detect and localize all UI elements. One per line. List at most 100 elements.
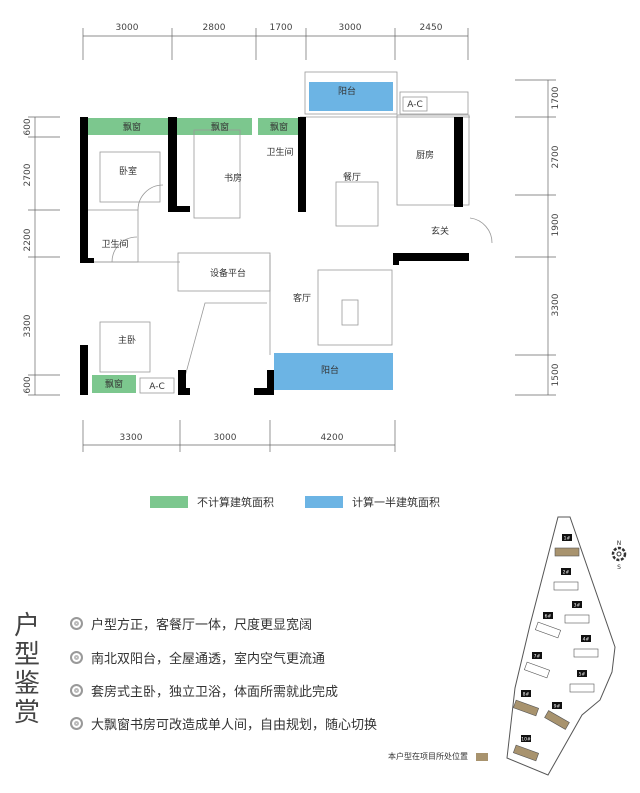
building-tag [521,690,531,697]
building-tag [577,670,587,677]
building-footprint [544,710,570,730]
dim-top-5: 2450 [420,23,443,33]
legend-label: 计算一半建筑面积 [352,496,440,509]
feature-item: 户型方正，客餐厅一体，尺度更显宽阔 [70,614,312,633]
south-balcony [274,353,393,390]
dim-bottom-1: 3300 [120,433,143,443]
building-footprint [534,621,562,639]
site-building-6: 6# [534,612,562,639]
legend-swatch-blue [305,496,343,508]
site-building-2: 2# [553,568,579,591]
building-label: 3# [574,603,581,609]
legend-half-area: 计算一半建筑面积 [305,494,440,510]
dim-top-1: 3000 [116,23,139,33]
dim-bottom-3: 4200 [321,433,344,443]
label-living: 客厅 [293,292,311,304]
label-bathroom-1: 卫生间 [266,146,293,158]
dim-left-5: 600 [23,376,33,393]
site-building-4: 4# [573,635,599,658]
interior-lines [82,71,493,396]
building-tag [572,601,582,608]
compass-south: S [617,564,621,571]
site-building-1: 1# [554,534,580,557]
building-footprint [554,547,580,557]
feature-text: 大飘窗书房可改造成单人间，自由规划，随心切换 [91,718,378,733]
label-dining: 餐厅 [343,171,361,183]
label-equipment-platform: 设备平台 [210,267,246,279]
building-footprint [512,744,540,762]
dim-left-2: 2700 [23,163,33,186]
site-legend: 本户型在项目所处位置 [388,751,488,762]
building-footprint [512,699,540,717]
dimension-labels: 3000 2800 1700 3000 2450 3300 3000 4200 … [23,23,561,443]
room-labels: 飘窗 飘窗 飘窗 飘窗 卧室 书房 卫生间 卫生间 餐厅 厨房 阳台 阳台 玄关… [101,85,449,392]
site-building-3: 3# [564,601,590,624]
compass-icon: N S [611,540,627,571]
site-building-7: 7# [523,652,551,679]
building-label: 6# [545,614,552,620]
building-label: 10# [521,737,531,743]
building-footprint [564,614,590,624]
site-building-8: 8# [512,690,540,717]
label-bay-window-4: 飘窗 [105,378,123,390]
legend-label: 不计算建筑面积 [197,496,274,509]
feature-item: 南北双阳台，全屋通透，室内空气更流通 [70,648,325,667]
building-footprint [569,683,595,693]
site-legend-label: 本户型在项目所处位置 [388,752,468,761]
site-buildings: 1# 2# 3# 6# 4# 7# 5# 8# 9# 10# [512,534,599,762]
label-entrance: 玄关 [431,225,449,237]
label-balcony-south: 阳台 [321,364,339,376]
features-title: 户型鉴赏 [14,611,41,728]
bay-window-1 [88,118,168,135]
dim-right-4: 3300 [551,293,561,316]
bullet-icon [70,617,83,630]
legend-swatch-green [150,496,188,508]
site-legend-swatch [476,752,488,761]
compass-north: N [617,540,622,547]
bullet-icon [70,651,83,664]
label-bay-window-2: 飘窗 [211,121,229,133]
site-building-5: 5# [569,670,595,693]
bullet-icon [70,717,83,730]
dim-top-2: 2800 [203,23,226,33]
walls [80,117,469,395]
dim-left-3: 2200 [23,228,33,251]
dim-right-3: 1900 [551,213,561,236]
dim-left-4: 3300 [23,314,33,337]
building-tag [532,652,542,659]
site-building-9: 9# [544,702,570,730]
building-footprint [553,581,579,591]
feature-item: 套房式主卧，独立卫浴，体面所需就此完成 [70,681,338,700]
dim-left-1: 600 [23,118,33,135]
feature-text: 南北双阳台，全屋通透，室内空气更流通 [91,652,326,667]
north-balcony [309,82,393,111]
building-label: 4# [583,637,590,643]
bay-window-3 [258,118,300,135]
legend-no-area: 不计算建筑面积 [150,494,274,510]
building-label: 8# [523,692,530,698]
label-ac-1: A-C [149,382,165,392]
building-tag [552,702,562,709]
bullet-icon [70,684,83,697]
label-ac-2: A-C [407,100,423,110]
building-footprint [523,661,551,679]
feature-text: 套房式主卧，独立卫浴，体面所需就此完成 [91,685,339,700]
building-tag [561,568,571,575]
building-label: 5# [579,672,586,678]
building-label: 1# [564,536,571,542]
site-building-10: 10# [512,735,540,762]
building-tag [543,612,553,619]
label-master-bedroom: 主卧 [118,334,136,346]
dim-top-3: 1700 [270,23,293,33]
building-tag [562,534,572,541]
label-bay-window-3: 飘窗 [270,121,288,133]
label-bedroom: 卧室 [119,165,137,177]
label-study: 书房 [224,172,242,184]
dim-right-5: 1500 [551,363,561,386]
label-bay-window-1: 飘窗 [123,121,141,133]
dim-bottom-2: 3000 [214,433,237,443]
building-label: 9# [554,704,561,710]
building-tag [521,735,531,742]
